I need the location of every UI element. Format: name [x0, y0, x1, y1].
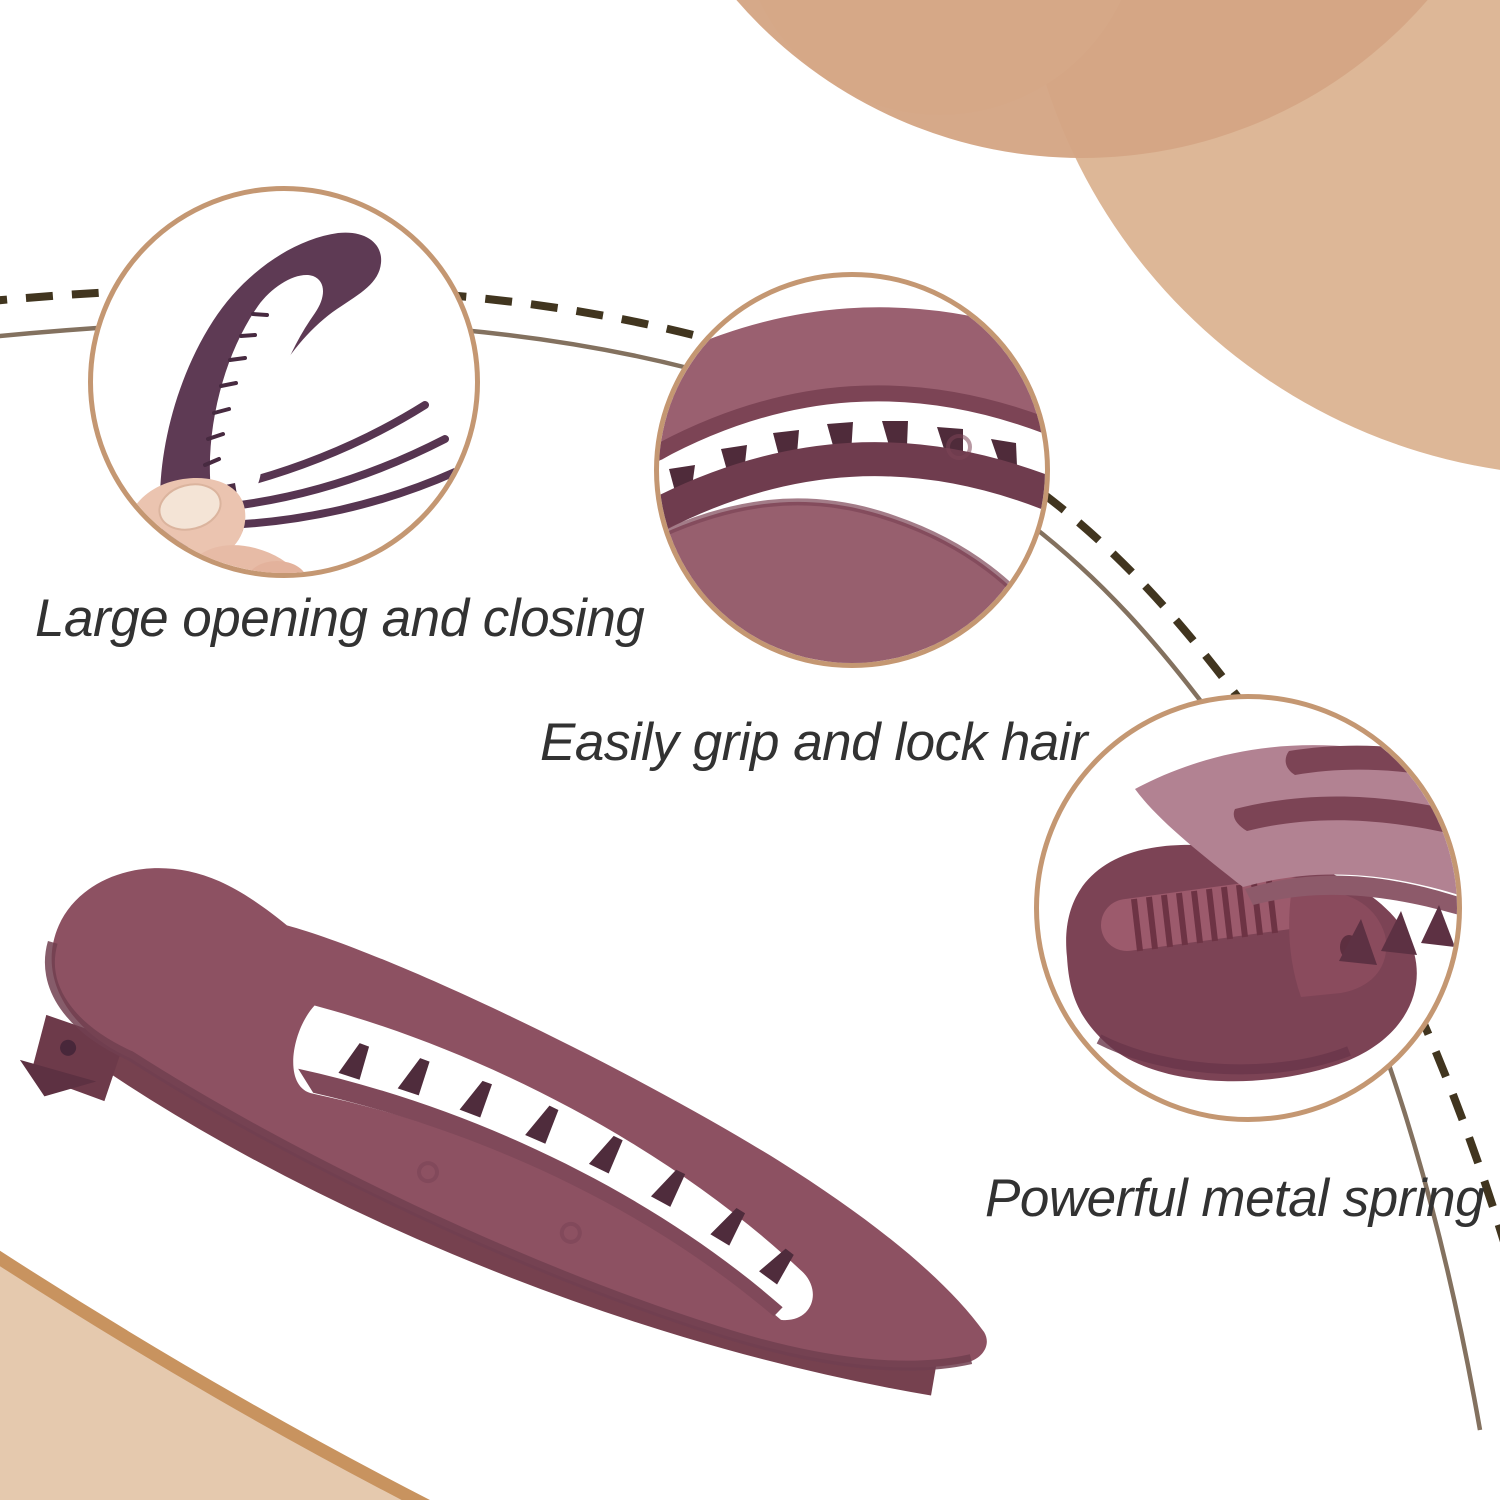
- thumb-nail: [158, 483, 222, 531]
- tan-circle-dark: [736, 0, 1428, 158]
- cutout-teeth: [338, 1043, 794, 1285]
- bottom-left-tan-corner: [0, 1250, 430, 1500]
- middle-arm: [659, 442, 1045, 534]
- open-clip-cutout: [209, 274, 324, 500]
- caption-large-opening: Large opening and closing: [35, 589, 645, 648]
- base-teeth: [1339, 905, 1455, 965]
- hinge-prong: [19, 1059, 97, 1097]
- dimple: [946, 434, 972, 460]
- open-clip-illustration: [119, 232, 459, 573]
- dimple: [417, 1161, 440, 1184]
- main-product-photo: [19, 868, 987, 1396]
- caption-metal-spring: Powerful metal spring: [985, 1169, 1485, 1228]
- caption-grip-lock: Easily grip and lock hair: [540, 713, 1088, 772]
- top-right-tan-circles: [736, 0, 1500, 470]
- open-clip-teeth: [203, 312, 269, 467]
- lower-plate: [659, 502, 1045, 663]
- finger-tip: [249, 561, 305, 573]
- hinge-pin: [60, 1039, 77, 1056]
- hinge-flap: [1289, 891, 1387, 997]
- clip-bottom-edge: [44, 941, 973, 1371]
- upper-arm-edge: [659, 385, 1045, 461]
- dimple: [559, 1221, 582, 1244]
- spring-coils: [1131, 880, 1278, 952]
- cutout-inner-arm: [298, 1068, 783, 1317]
- corner-stroke: [0, 1250, 430, 1500]
- top-plate-edge: [1245, 875, 1457, 915]
- callout-photo-hand-holding-open-clip: [88, 186, 480, 578]
- base-shadow: [1096, 1034, 1351, 1075]
- callout-photo-teeth-closeup: [654, 272, 1050, 668]
- upper-arm-band: [659, 307, 1045, 461]
- spring-closeup-illustration: [1066, 745, 1457, 1082]
- teeth-closeup-illustration: [659, 307, 1045, 663]
- corner-fill: [0, 1258, 416, 1500]
- callout-photo-spring-closeup: [1034, 694, 1462, 1122]
